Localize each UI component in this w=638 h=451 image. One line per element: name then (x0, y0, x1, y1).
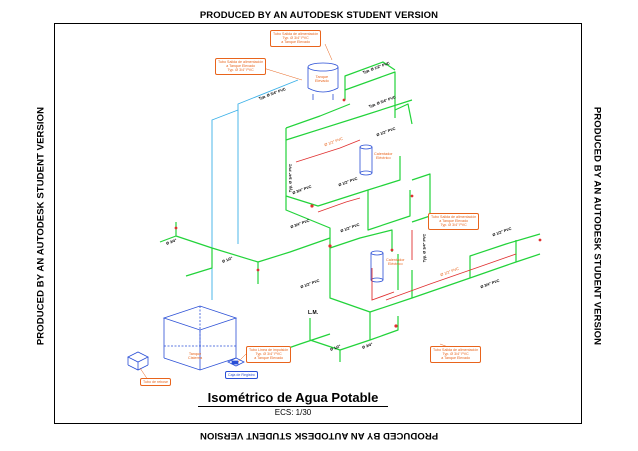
callout-registry-box: Caja de Registro (225, 371, 258, 380)
drawing-frame (54, 23, 582, 424)
callout-supply-bottom: Tubo Salida de alimentación Typ. Ø 3/4" … (430, 346, 482, 363)
title-block: Isométrico de Agua Potable ECS: 1/30 (198, 390, 388, 417)
callout-supply-top: Tubo Salida de alimentación Typ. Ø 3/4" … (270, 30, 322, 47)
callout-overflow: Tubo de rebose (140, 378, 172, 387)
label-cistern: Tanque Cisterna (188, 352, 203, 361)
hot-water-pipes (295, 139, 517, 301)
cold-water-pipes (159, 61, 541, 362)
water-heater-lower (370, 250, 384, 283)
pump-icon (227, 357, 245, 367)
water-heater-upper (359, 144, 373, 176)
label-elevated-tank: Tanque Elevado (315, 75, 329, 84)
plan-title: Isométrico de Agua Potable (198, 390, 388, 407)
label-heater-lower: Calentador Eléctrico (386, 258, 405, 267)
diameter-label: Typ. Ø 3/4" PVC (422, 233, 427, 263)
callout-impulsion: Tubo Línea de impulsión Typ. Ø 3/4" PVC … (246, 346, 292, 363)
elevated-tank (307, 62, 339, 100)
plan-scale: ECS: 1/30 (274, 408, 312, 417)
annotation-leaders (139, 43, 479, 381)
label-heater-upper: Calentador Eléctrico (374, 152, 393, 161)
callout-supply-right: Tubo Salida de alimentación a Tanque Ele… (428, 213, 480, 230)
diameter-label: Typ. Ø 3/4" PVC (288, 163, 293, 193)
valves (174, 98, 542, 328)
registry-box (127, 351, 149, 371)
cistern-tank (162, 305, 238, 371)
callout-supply-left: Tubo Salida de alimentación a Tanque Ele… (215, 58, 267, 75)
meter-label: L.M. (308, 310, 318, 316)
feed-line (211, 79, 299, 300)
watermark-top: PRODUCED BY AN AUTODESK STUDENT VERSION (199, 10, 439, 21)
